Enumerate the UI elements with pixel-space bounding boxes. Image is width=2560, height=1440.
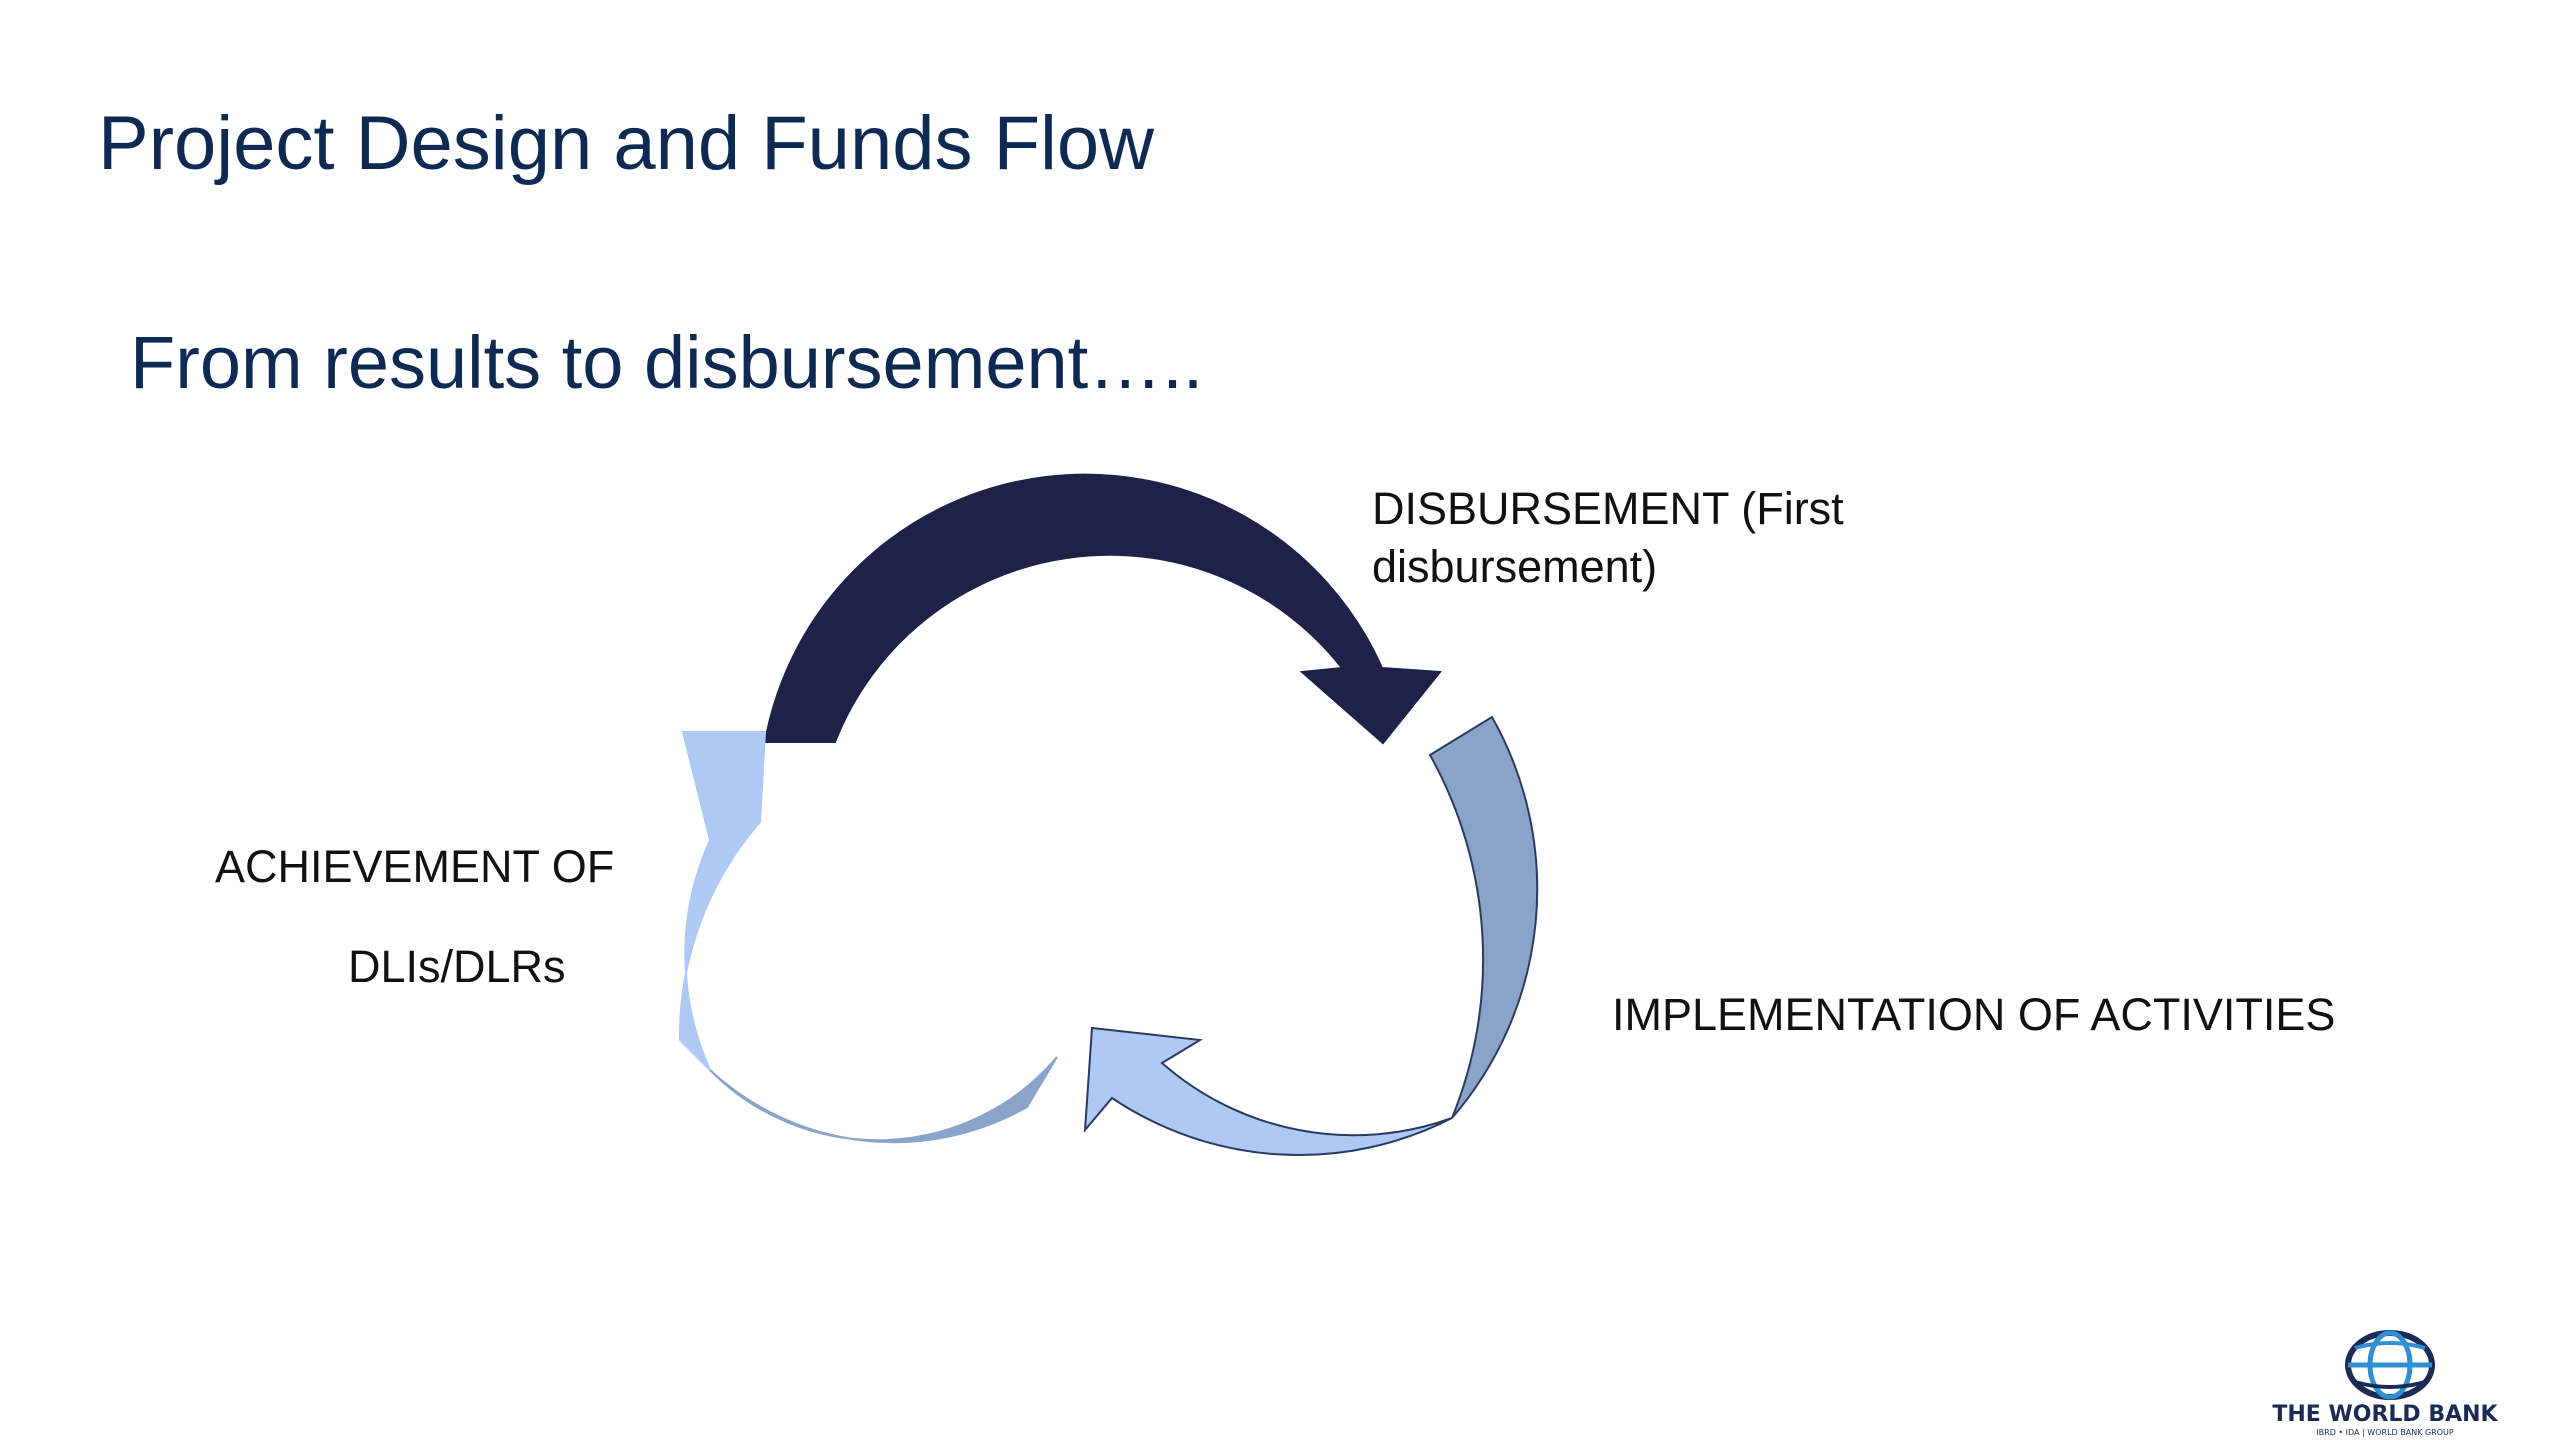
achievement-arc (709, 1056, 1058, 1144)
logo-name: THE WORLD BANK (2272, 1402, 2498, 1427)
label-disbursement: DISBURSEMENT (First disbursement) (1372, 480, 1844, 596)
disbursement-arrow (763, 473, 1442, 745)
label-achievement-line2: DLIs/DLRs (348, 941, 566, 992)
logo-subtitle: IBRD • IDA | WORLD BANK GROUP (2316, 1428, 2454, 1437)
label-disbursement-line2: disbursement) (1372, 541, 1658, 592)
label-implementation: IMPLEMENTATION OF ACTIVITIES (1612, 989, 2336, 1040)
label-disbursement-line1: DISBURSEMENT (First (1372, 483, 1844, 534)
implementation-arc (1428, 715, 1539, 1119)
slide-subtitle: From results to disbursement….. (130, 321, 1204, 404)
slide-title: Project Design and Funds Flow (98, 101, 1155, 186)
globe-icon (2345, 1330, 2435, 1400)
implementation-arrow (1083, 1026, 1453, 1156)
world-bank-logo: THE WORLD BANK IBRD • IDA | WORLD BANK G… (2255, 1320, 2515, 1440)
achievement-arrow (678, 731, 767, 1071)
label-achievement-line1: ACHIEVEMENT OF (215, 841, 615, 892)
